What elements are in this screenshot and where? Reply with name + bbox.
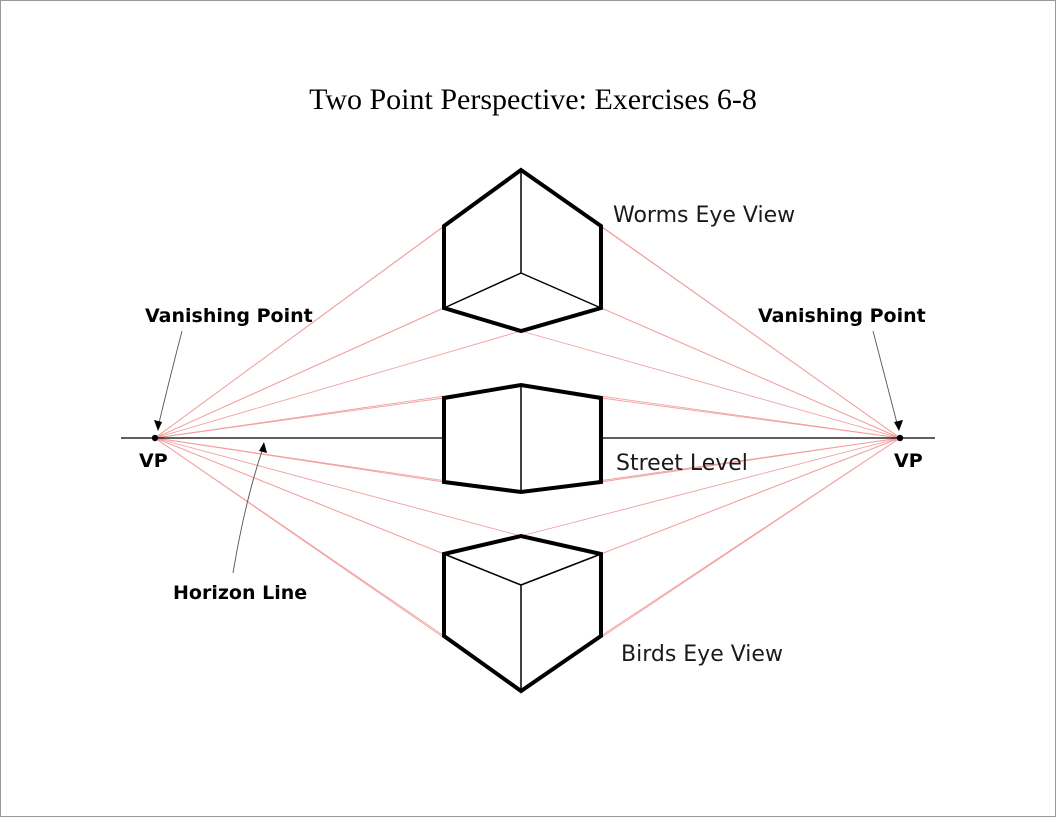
- street-level-label: Street Level: [616, 451, 748, 476]
- guide-line: [600, 437, 901, 483]
- guide-line: [520, 330, 901, 439]
- worms-eye-view-label: Worms Eye View: [613, 203, 795, 228]
- street-level-cube: [442, 382, 603, 495]
- worms-eye-cube: [442, 167, 603, 334]
- vanishing-point-right: [896, 434, 904, 442]
- birds-eye-cube: [442, 533, 603, 694]
- birds-eye-view-label: Birds Eye View: [621, 642, 783, 667]
- page-title: Two Point Perspective: Exercises 6-8: [309, 83, 757, 116]
- guide-line: [520, 437, 901, 537]
- guide-line: [154, 437, 445, 483]
- vanishing-point-left-label: Vanishing Point: [145, 305, 313, 327]
- guide-line: [154, 330, 522, 439]
- guide-line: [154, 225, 445, 439]
- guide-line: [154, 437, 522, 537]
- vp-left-label: VP: [139, 450, 168, 472]
- horizon-line-label: Horizon Line: [173, 582, 307, 604]
- vanishing-point-left: [151, 434, 159, 442]
- pointer-horizon-line: [232, 442, 267, 574]
- guide-line: [600, 225, 901, 439]
- vanishing-point-right-label: Vanishing Point: [758, 305, 926, 327]
- pointer-vanishing-point-left: [154, 330, 183, 431]
- pointer-vanishing-point-right: [872, 330, 903, 431]
- vp-right-label: VP: [894, 450, 923, 472]
